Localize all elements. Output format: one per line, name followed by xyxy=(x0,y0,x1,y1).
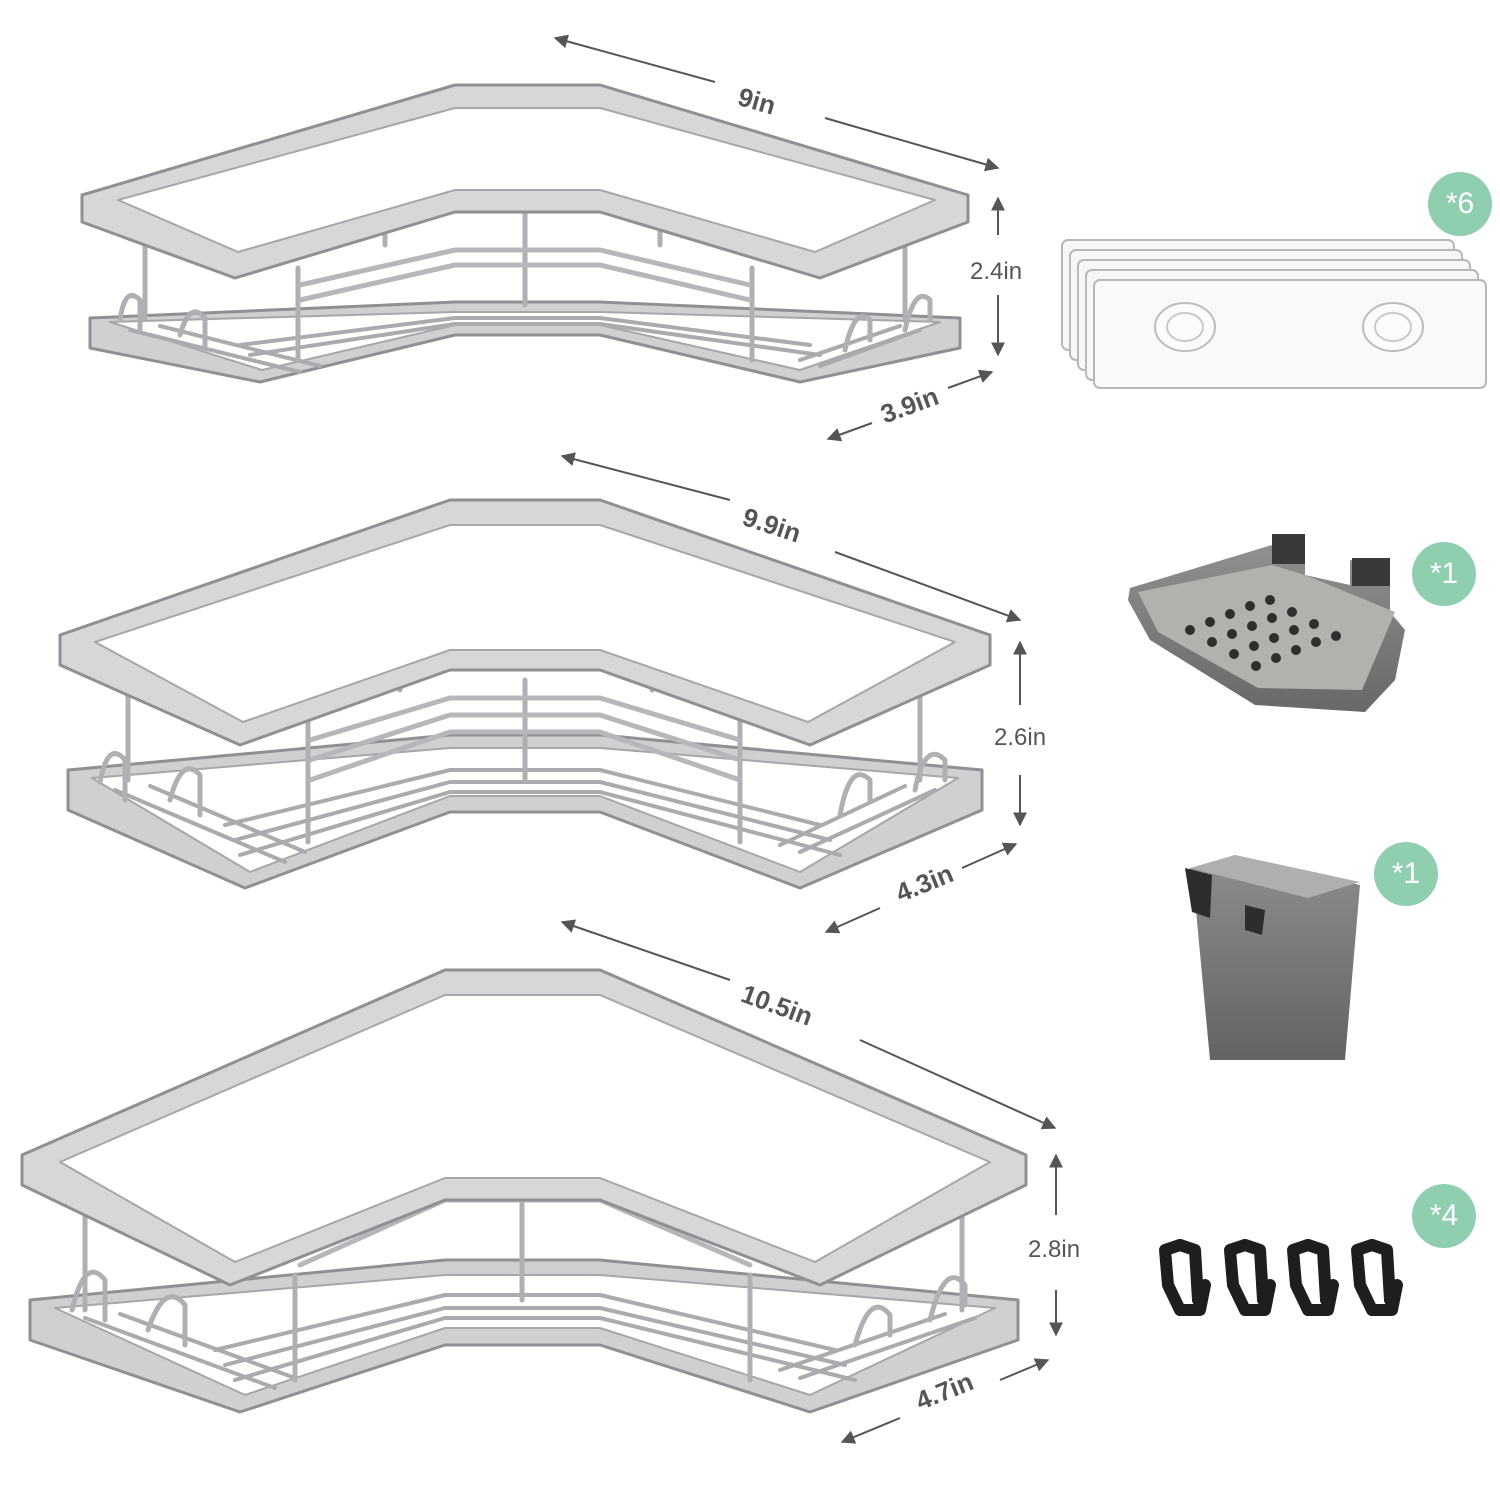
soap-dish-icon xyxy=(1128,534,1405,712)
cup-quantity-badge: *1 xyxy=(1374,842,1438,906)
hooks-quantity-badge: *4 xyxy=(1412,1184,1476,1248)
cup-icon xyxy=(1185,855,1360,1060)
medium-rack-dimensions xyxy=(560,452,1027,934)
medium-rack-height-label: 2.6in xyxy=(994,724,1047,751)
large-rack-height-label: 2.8in xyxy=(1028,1236,1081,1263)
adhesive-strips-quantity-badge: *6 xyxy=(1428,172,1492,236)
small-rack-height-label: 2.4in xyxy=(970,258,1023,285)
large-rack xyxy=(20,968,1028,1414)
small-rack-dimensions xyxy=(553,34,1005,442)
adhesive-strip-icon xyxy=(1061,239,1487,389)
hook-icon xyxy=(1159,1239,1403,1316)
soap-dish-quantity-badge: *1 xyxy=(1412,542,1476,606)
large-rack-dimensions xyxy=(560,919,1063,1444)
small-rack xyxy=(80,83,970,384)
medium-rack xyxy=(58,498,992,890)
